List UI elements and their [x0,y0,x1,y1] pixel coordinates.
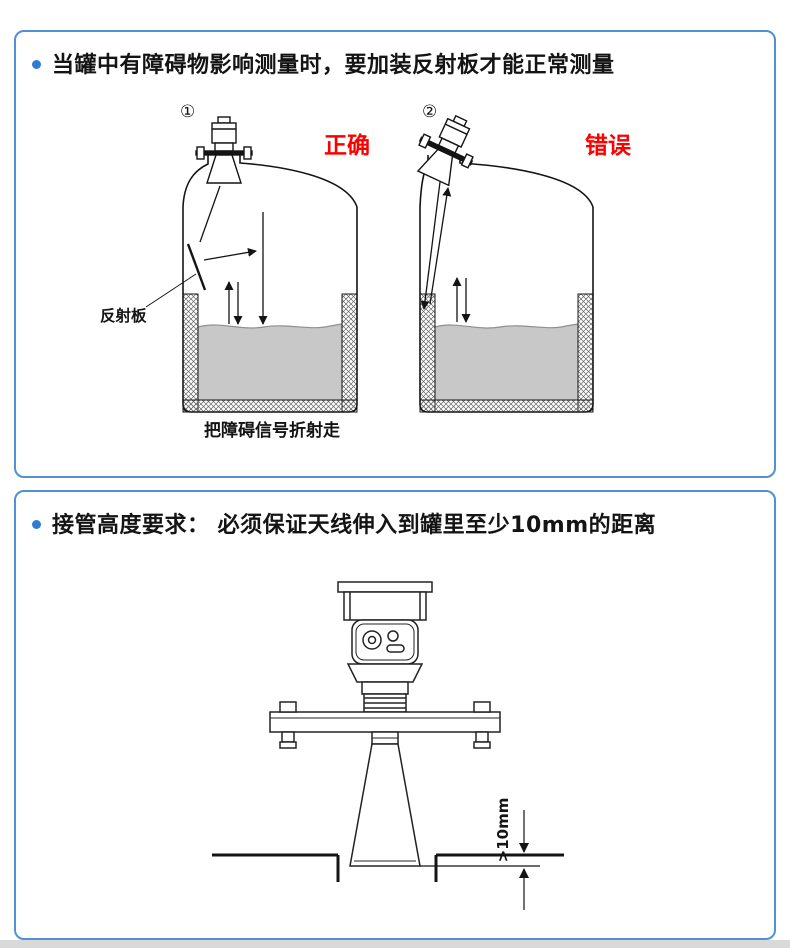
radar-sensor-icon [195,116,253,184]
tank-roof-line [212,853,564,882]
panel2-title-row: 接管高度要求： 必须保证天线伸入到罐里至少10mm的距离 [16,492,774,539]
tank-shell [182,207,358,413]
liquid-fill [435,324,578,400]
figure2-number-label: ② [422,102,437,122]
radar-transmitter-assembly [269,581,501,867]
tank-dome [182,155,358,208]
mounting-flange [269,701,501,749]
figure1-number-label: ① [180,102,195,122]
liquid-surface [197,323,343,329]
panel-obstacle-instruction: 当罐中有障碍物影响测量时，要加装反射板才能正常测量 [14,30,776,478]
nozzle-figure-svg: >10mm [212,581,564,910]
obstacle-figure-svg: ① 正确 反射板 ② 错误 把障碍信号折射走 [100,102,632,441]
reflector-plate [186,243,207,291]
panel-nozzle-requirement: 接管高度要求： 必须保证天线伸入到罐里至少10mm的距离 [14,490,776,940]
dimension-annotation [420,810,540,910]
bullet-icon [32,59,41,69]
tank-incorrect-figure [407,105,594,413]
panel1-title-row: 当罐中有障碍物影响测量时，要加装反射板才能正常测量 [16,32,774,79]
liquid-surface [434,323,579,329]
incorrect-label: 错误 [585,132,632,159]
display-panel [351,619,419,665]
panel2-title: 接管高度要求： 必须保证天线伸入到罐里至少10mm的距离 [52,513,657,538]
tank-wall-hatch [419,293,594,413]
panel1-title: 当罐中有障碍物影响测量时，要加装反射板才能正常测量 [52,53,615,78]
radar-sensor-tilted-icon [407,105,488,191]
sensor-body [346,663,424,713]
horn-antenna [349,731,421,867]
caption-text: 把障碍信号折射走 [204,420,340,441]
correct-label: 正确 [324,133,370,159]
tank-shell [419,207,594,413]
reflector-pointer-line [145,273,197,308]
page-bottom-divider [0,940,790,948]
bullet-icon [32,519,41,529]
dimension-label: >10mm [494,798,512,863]
sensor-head [337,581,433,621]
signal-arrows-incorrect [420,181,471,323]
liquid-fill [198,324,342,400]
signal-arrows-correct [199,185,268,325]
tank-correct-figure [145,116,358,413]
reflector-label: 反射板 [100,306,147,325]
tank-wall-hatch [182,293,358,413]
